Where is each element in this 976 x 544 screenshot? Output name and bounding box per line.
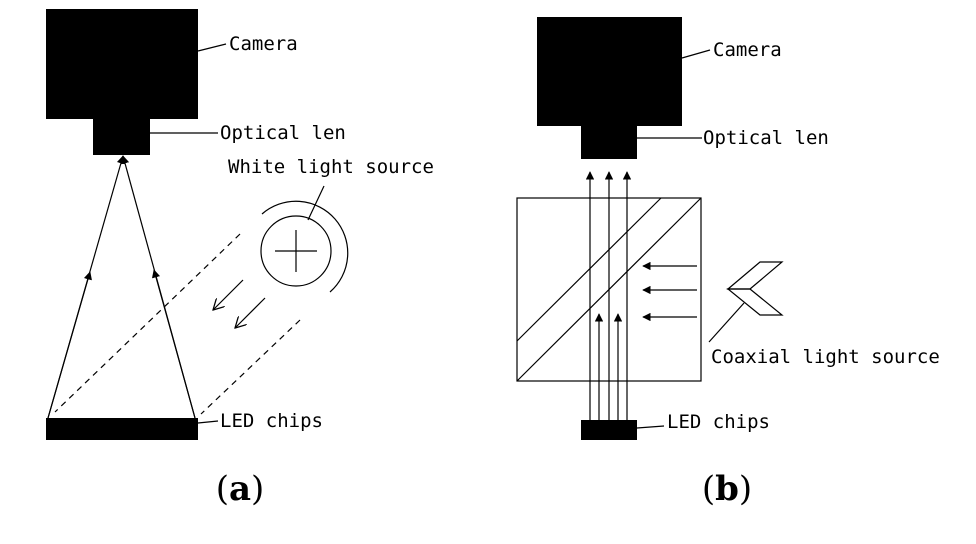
coaxial-rays (585, 171, 632, 420)
optical-lens-a (93, 119, 150, 155)
camera-body-b (537, 17, 682, 126)
leader-lines-a (150, 43, 325, 424)
chips-label-b: LED chips (667, 411, 770, 433)
caption-a: (a) (216, 469, 265, 509)
camera-label-a: Camera (229, 33, 298, 55)
camera-label-b: Camera (713, 39, 782, 61)
coaxial-light-source (726, 261, 784, 316)
incoming-light-arrows (642, 261, 697, 322)
camera-body-a (46, 9, 198, 119)
illumination-lines-a (54, 233, 301, 415)
optical-lens-b (581, 126, 637, 159)
lens-label-b: Optical len (703, 127, 829, 149)
lens-label-a: Optical len (220, 122, 346, 144)
light-direction-arrows (213, 279, 266, 328)
led-chips-b (581, 420, 637, 440)
led-chips-a (46, 418, 198, 440)
caption-b: (b) (702, 469, 752, 509)
reflected-rays-a (47, 155, 196, 419)
panel-a: Camera Optical len White light source LE… (46, 9, 434, 509)
panel-b: Camera Optical len Coaxial light source … (516, 17, 940, 509)
light-label-b: Coaxial light source (711, 346, 940, 368)
white-light-source (260, 200, 349, 293)
light-label-a: White light source (228, 156, 434, 178)
chips-label-a: LED chips (220, 410, 323, 432)
leader-lines-b (636, 49, 745, 429)
